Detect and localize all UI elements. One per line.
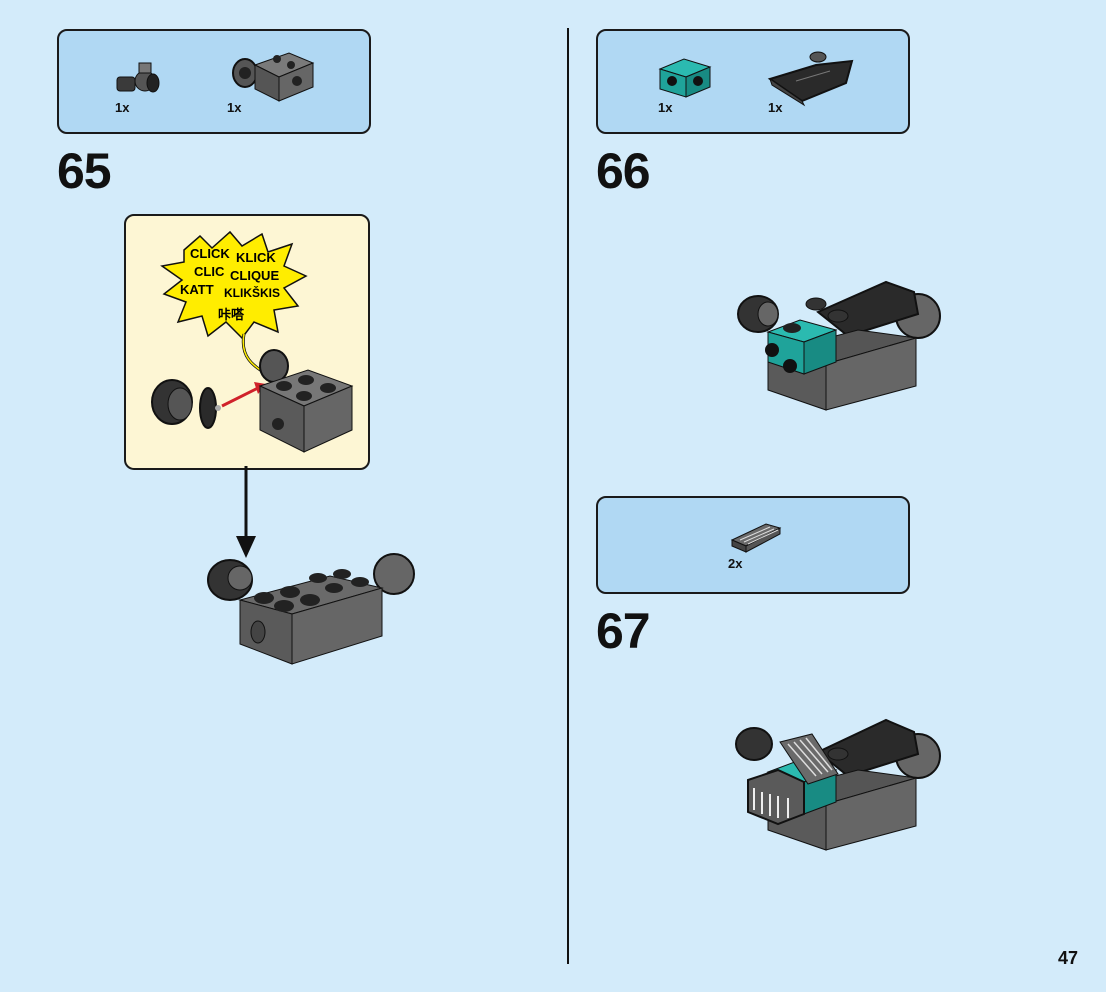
black-curved-slope-part-icon <box>767 51 854 107</box>
step-66-parts-box: 1x 1x <box>596 29 910 134</box>
socket-part-icon <box>151 379 221 429</box>
click-sound-burst-icon <box>160 230 308 340</box>
step-66-part-1-qty: 1x <box>658 100 673 115</box>
sound-word-clic: CLIC <box>194 264 225 279</box>
ball-joint-socket-part-icon <box>116 62 160 93</box>
step-67-assembly-model <box>735 718 941 851</box>
teal-bracket-part-icon <box>658 58 712 98</box>
sound-word-click: CLICK <box>190 246 230 261</box>
step-65-parts-box: 1x 1x <box>57 29 371 134</box>
sound-word-chinese: 咔嗒 <box>218 307 245 322</box>
brick-part-icon <box>258 349 354 453</box>
sound-word-klikskis: KLIKŠKIS <box>224 286 281 300</box>
grille-slope-part-icon <box>730 523 782 553</box>
sound-word-katt: KATT <box>180 282 214 297</box>
step-65-part-1-qty: 1x <box>115 100 130 115</box>
sound-word-clique: CLIQUE <box>230 268 280 283</box>
step-66-number: 66 <box>596 143 651 199</box>
page-divider <box>567 28 569 964</box>
step-67-parts-box: 2x <box>596 496 910 594</box>
step-67-part-1-qty: 2x <box>728 556 743 571</box>
step-66-assembly-model <box>737 280 941 411</box>
sound-word-klick: KLICK <box>236 250 276 265</box>
step-65-number: 65 <box>57 143 112 199</box>
step-65-part-2-qty: 1x <box>227 100 242 115</box>
step-65-assembly-model <box>207 553 415 665</box>
step-66-part-2-qty: 1x <box>768 100 783 115</box>
callout-down-arrow <box>236 466 256 558</box>
callout-assembly-illustration <box>151 333 354 453</box>
page-number: 47 <box>1057 948 1078 968</box>
step-67-number: 67 <box>596 603 651 659</box>
brick-with-ball-cup-part-icon <box>232 52 315 102</box>
click-callout-box: CLICK KLICK CLIC CLIQUE KATT KLIKŠKIS 咔嗒 <box>124 214 370 470</box>
